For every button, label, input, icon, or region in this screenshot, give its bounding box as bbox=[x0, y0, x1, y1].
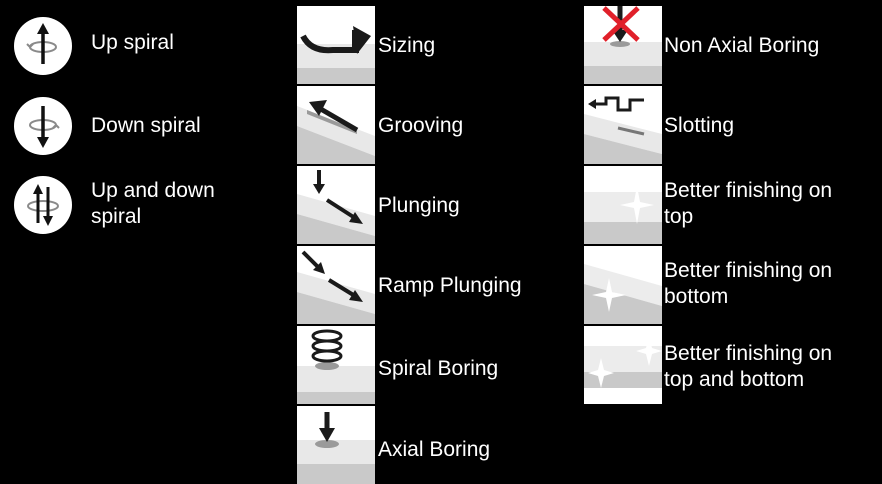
up-down-spiral-icon bbox=[13, 175, 73, 235]
finish-top-item: Better finishing on top bbox=[664, 178, 879, 230]
slotting-item: Slotting bbox=[664, 113, 734, 139]
finish-top-icon bbox=[584, 166, 662, 244]
finish-bottom-item: Better finishing on bottom bbox=[664, 258, 879, 310]
up-spiral-icon bbox=[13, 16, 73, 76]
down-spiral-item: Down spiral bbox=[91, 113, 201, 139]
finish-top-bottom-icon bbox=[584, 326, 662, 404]
plunging-icon bbox=[297, 166, 375, 244]
spiral-boring-icon bbox=[297, 326, 375, 404]
up-down-spiral-item: Up and down spiral bbox=[91, 178, 261, 230]
finish-bottom-label-line2: bottom bbox=[664, 285, 728, 308]
plunging-item: Plunging bbox=[378, 193, 460, 219]
up-spiral-item: Up spiral bbox=[91, 30, 174, 56]
finish-bottom-icon bbox=[584, 246, 662, 324]
finish-top-bottom-label-line1: Better finishing on bbox=[664, 342, 832, 365]
finish-bottom-label-line1: Better finishing on bbox=[664, 259, 832, 282]
up-down-spiral-label-line1: Up and down bbox=[91, 179, 215, 202]
non-axial-boring-label: Non Axial Boring bbox=[664, 33, 819, 59]
up-down-spiral-label-line2: spiral bbox=[91, 205, 141, 228]
up-spiral-label: Up spiral bbox=[91, 30, 174, 56]
sizing-icon bbox=[297, 6, 375, 84]
ramp-plunging-icon bbox=[297, 246, 375, 324]
non-axial-boring-item: Non Axial Boring bbox=[664, 33, 819, 59]
axial-boring-item: Axial Boring bbox=[378, 437, 490, 463]
sizing-item: Sizing bbox=[378, 33, 435, 59]
non-axial-boring-icon bbox=[584, 6, 662, 84]
axial-boring-label: Axial Boring bbox=[378, 437, 490, 463]
down-spiral-label: Down spiral bbox=[91, 113, 201, 139]
axial-boring-icon bbox=[297, 406, 375, 484]
grooving-label: Grooving bbox=[378, 113, 463, 139]
finish-top-label-line2: top bbox=[664, 205, 693, 228]
grooving-item: Grooving bbox=[378, 113, 463, 139]
finish-top-bottom-label-line2: top and bottom bbox=[664, 368, 804, 391]
sizing-label: Sizing bbox=[378, 33, 435, 59]
ramp-plunging-item: Ramp Plunging bbox=[378, 273, 522, 299]
slotting-label: Slotting bbox=[664, 113, 734, 139]
down-spiral-icon bbox=[13, 96, 73, 156]
finish-top-bottom-item: Better finishing on top and bottom bbox=[664, 341, 879, 393]
ramp-plunging-label: Ramp Plunging bbox=[378, 273, 522, 299]
plunging-label: Plunging bbox=[378, 193, 460, 219]
grooving-icon bbox=[297, 86, 375, 164]
slotting-icon bbox=[584, 86, 662, 164]
spiral-boring-label: Spiral Boring bbox=[378, 356, 498, 382]
spiral-boring-item: Spiral Boring bbox=[378, 356, 498, 382]
finish-top-label-line1: Better finishing on bbox=[664, 179, 832, 202]
